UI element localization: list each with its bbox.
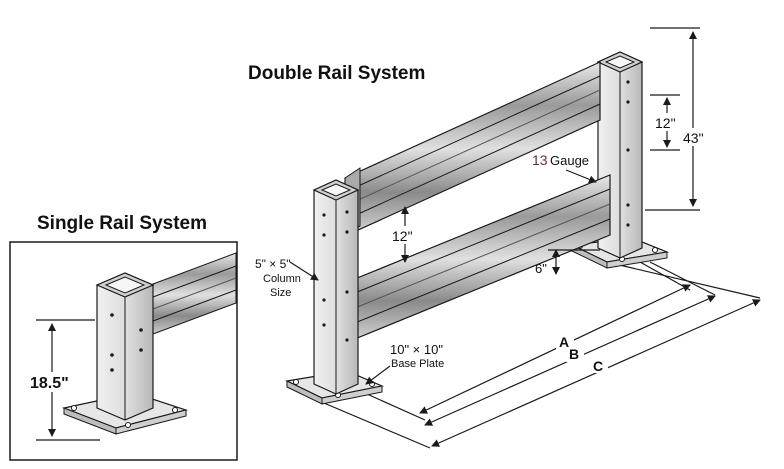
gauge-callout: 13 Gauge xyxy=(532,152,597,184)
single-post-height-label: 18.5" xyxy=(30,375,69,392)
base-plate-line1: 10" × 10" xyxy=(390,342,443,357)
single-rail-title: Single Rail System xyxy=(37,213,207,234)
dimension-43-label: 43" xyxy=(683,130,704,146)
dimension-label-c: C xyxy=(593,358,603,374)
dimension-12-upper-label: 12" xyxy=(655,115,676,131)
base-plate-line2: Base Plate xyxy=(391,358,444,370)
front-column xyxy=(312,179,360,395)
lower-rail xyxy=(344,174,611,344)
column-size-line2: Column xyxy=(263,273,301,285)
dimension-label-b: B xyxy=(569,346,579,362)
single-rail-inset: 18.5" xyxy=(9,241,238,461)
double-rail-title: Double Rail System xyxy=(248,63,425,84)
dimension-12-middle-label: 12" xyxy=(392,228,413,244)
base-plate-callout: 10" × 10" Base Plate xyxy=(365,342,444,385)
column-size-callout: 5" × 5" Column Size xyxy=(255,257,319,299)
column-size-line1: 5" × 5" xyxy=(255,257,291,271)
dimension-label-a: A xyxy=(559,334,569,350)
gauge-word: Gauge xyxy=(550,153,589,168)
column-size-line3: Size xyxy=(270,287,291,299)
gauge-number: 13 xyxy=(532,152,548,168)
dimension-6-label: 6" xyxy=(535,261,547,276)
